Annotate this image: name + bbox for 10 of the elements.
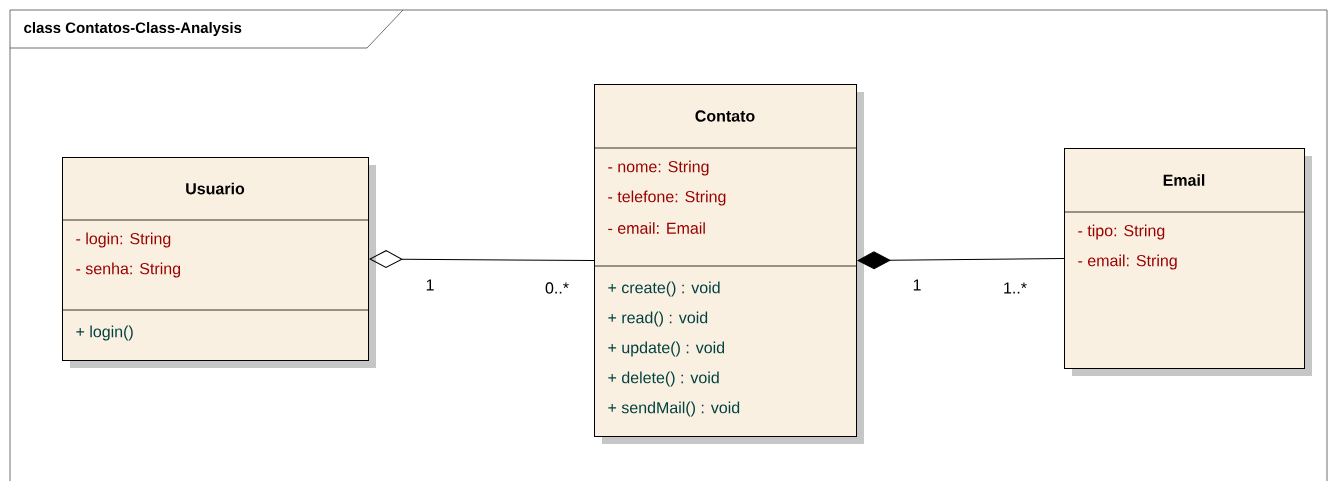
multiplicity-label: 1..* xyxy=(1004,282,1027,294)
title-tab: class Contatos-Class-Analysis xyxy=(9,9,404,49)
multiplicity-label: 1 xyxy=(426,279,434,291)
class-box: Usuario - login: String - senha: String + login() xyxy=(61,157,376,368)
association-line xyxy=(369,250,595,269)
multiplicity-label: 1 xyxy=(913,279,921,291)
class-box: Contato - nome: String - telefone: String - email: Email + create() : void + read() : void + update() : void + delete() : void + sendMail() : void xyxy=(593,84,864,444)
multiplicity-label: 0..* xyxy=(545,282,569,294)
association-line xyxy=(857,251,1065,270)
class-box: Email - tipo: String - email: String xyxy=(1063,148,1312,376)
